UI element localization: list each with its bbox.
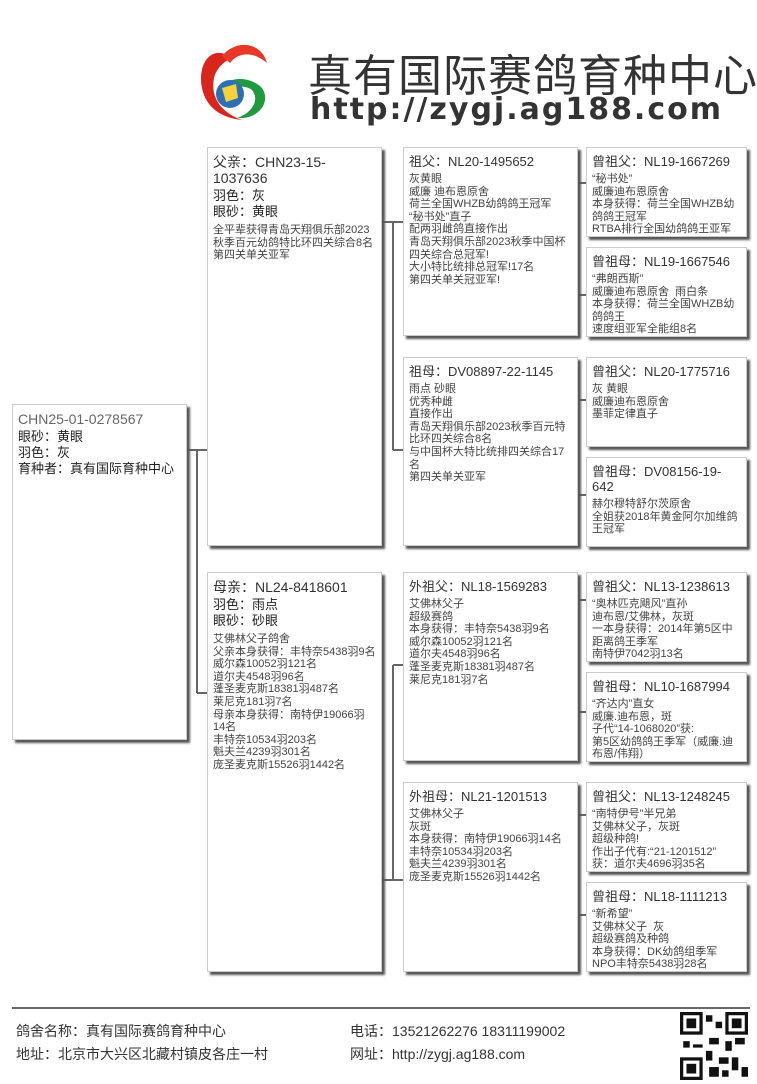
footer-phone: 电话：13521262276 18311199002	[350, 1023, 566, 1039]
card-notes: “齐达内”直女 威廉.迪布恩，斑 子代“14-1068020”获: 第5区幼鸽鸽…	[592, 698, 734, 761]
grandparent-card: 外祖母：NL21-1201513 艾佛林父子 灰斑 本身获得：南特伊19066羽1…	[403, 782, 578, 972]
card-title: 曾祖母：NL19-1667546	[592, 254, 731, 269]
great-grandparent-card: 曾祖父：NL13-1238613 “奥林匹克飓风”直孙 迪布恩/艾佛林，灰斑 一本…	[586, 572, 747, 662]
brand-title: 真有国际赛鸽育种中心	[308, 52, 757, 101]
great-grandparent-card: 曾祖父：NL20-1775716 灰 黄眼 威廉迪布恩原舍 墨菲定律直子	[586, 357, 747, 447]
grandparent-card: 外祖父：NL18-1569283 艾佛林父子 超级赛鸽 本身获得：丰特奈5438羽…	[403, 572, 578, 761]
card-notes: “南特伊号”半兄弟 艾佛林父子，灰斑 超级种鸽! 作出子代有:“21-12015…	[592, 808, 717, 871]
card-title: 曾祖父：NL13-1238613	[592, 579, 731, 594]
great-grandparent-card: 曾祖母：NL18-1111213 “新希望” 艾佛林父子 灰 超级赛鸽及种鸽 本身…	[586, 882, 747, 972]
dam-eye: 眼砂：砂眼	[213, 613, 279, 628]
sire-title: 父亲：CHN23-15-1037636	[213, 154, 326, 186]
card-notes: 艾佛林父子 灰斑 本身获得：南特伊19066羽14名 丰特奈10534羽203名…	[409, 808, 562, 883]
card-notes: 灰 黄眼 威廉迪布恩原舍 墨菲定律直子	[592, 383, 669, 421]
card-notes: “新希望” 艾佛林父子 灰 超级赛鸽及种鸽 本身获得：DK幼鸽组季军 NPO丰特…	[592, 908, 718, 971]
card-notes: “弗朗西斯” 威廉迪布恩原舍 雨白条 本身获得：荷兰全国WHZB幼鸽鸽王 速度组…	[592, 273, 735, 336]
card-title: 祖父：NL20-1495652	[409, 154, 535, 169]
great-grandparent-card: 曾祖父：NL19-1667269 “秘书处” 威廉迪布恩原舍 本身获得：荷兰全国W…	[586, 147, 747, 237]
grandparent-card: 祖父：NL20-1495652 灰黄眼 威廉 迪布恩原舍 荷兰全国WHZB幼鸽鸽王…	[403, 147, 578, 336]
card-title: 曾祖母：NL18-1111213	[592, 889, 728, 904]
brand-url: http://zygj.ag188.com	[310, 92, 723, 127]
card-title: 曾祖母：DV08156-19-642	[592, 464, 722, 494]
dam-title: 母亲：NL24-8418601	[213, 579, 348, 595]
great-grandparent-card: 曾祖父：NL13-1248245 “南特伊号”半兄弟 艾佛林父子，灰斑 超级种鸽!…	[586, 782, 747, 872]
card-title: 曾祖父：NL13-1248245	[592, 789, 731, 804]
great-grandparent-card: 曾祖母：NL10-1687994 “齐达内”直女 威廉.迪布恩，斑 子代“14-1…	[586, 672, 747, 762]
card-notes: 灰黄眼 威廉 迪布恩原舍 荷兰全国WHZB幼鸽鸽王冠军 “秘书处”直子 配两羽雌…	[409, 173, 566, 286]
subject-color: 羽色：灰	[18, 445, 71, 460]
card-title: 曾祖父：NL20-1775716	[592, 364, 731, 379]
qr-code-icon	[680, 1012, 748, 1080]
grandparent-card: 祖母：DV08897-22-1145 雨点 砂眼 优秀种雌 直接作出 青岛天翔俱乐…	[403, 357, 578, 546]
card-title: 外祖父：NL18-1569283	[409, 579, 548, 594]
card-title: 祖母：DV08897-22-1145	[409, 364, 554, 379]
footer-website[interactable]: 网址：http://zygj.ag188.com	[350, 1046, 526, 1062]
subject-card: CHN25-01-0278567 眼砂：黄眼 羽色：灰 育种者：真有国际育种中心	[12, 404, 187, 740]
subject-breeder: 育种者：真有国际育种中心	[18, 461, 175, 476]
subject-eye: 眼砂：黄眼	[18, 429, 84, 444]
footer-address: 地址：北京市大兴区北藏村镇皮各庄一村	[16, 1046, 268, 1062]
card-title: 曾祖母：NL10-1687994	[592, 679, 731, 694]
card-notes: “秘书处” 威廉迪布恩原舍 本身获得：荷兰全国WHZB幼鸽鸽王冠军 RTBA排行…	[592, 173, 735, 236]
subject-ring: CHN25-01-0278567	[18, 411, 144, 427]
dam-color: 羽色：雨点	[213, 597, 279, 612]
card-notes: “奥林匹克飓风”直孙 迪布恩/艾佛林，灰斑 一本身获得：2014年第5区中距离鸽…	[592, 598, 733, 661]
sire-card: 父亲：CHN23-15-1037636 羽色：灰 眼砂：黄眼 全平辈获得青岛天翔…	[207, 147, 382, 546]
card-notes: 雨点 砂眼 优秀种雌 直接作出 青岛天翔俱乐部2023秋季百元特比环四关综合8名…	[409, 383, 566, 484]
card-title: 外祖母：NL21-1201513	[409, 789, 548, 804]
footer-divider	[12, 1007, 750, 1009]
footer-loft: 鸽舍名称：真有国际赛鸽育种中心	[16, 1023, 226, 1039]
logo-icon	[201, 44, 267, 120]
card-notes: 赫尔穆特舒尔茨原舍 全姐获2018年黄金阿尔加维鸽王冠军	[592, 498, 738, 536]
dam-notes: 艾佛林父子鸽舍 父亲本身获得：丰特奈5438羽9名 威尔森10052羽121名 …	[213, 633, 376, 771]
great-grandparent-card: 曾祖母：NL19-1667546 “弗朗西斯” 威廉迪布恩原舍 雨白条 本身获得：…	[586, 247, 747, 337]
sire-notes: 全平辈获得青岛天翔俱乐部2023秋季百元幼鸽特比环四关综合8名 第四关单关亚军	[213, 224, 374, 262]
dam-card: 母亲：NL24-8418601 羽色：雨点 眼砂：砂眼 艾佛林父子鸽舍 父亲本身…	[207, 572, 382, 972]
sire-eye: 眼砂：黄眼	[213, 204, 279, 219]
card-notes: 艾佛林父子 超级赛鸽 本身获得：丰特奈5438羽9名 威尔森10052羽121名…	[409, 598, 550, 686]
card-title: 曾祖父：NL19-1667269	[592, 154, 731, 169]
great-grandparent-card: 曾祖母：DV08156-19-642 赫尔穆特舒尔茨原舍 全姐获2018年黄金阿尔…	[586, 457, 747, 547]
sire-color: 羽色：灰	[213, 188, 266, 203]
pedigree-connectors	[187, 182, 586, 916]
